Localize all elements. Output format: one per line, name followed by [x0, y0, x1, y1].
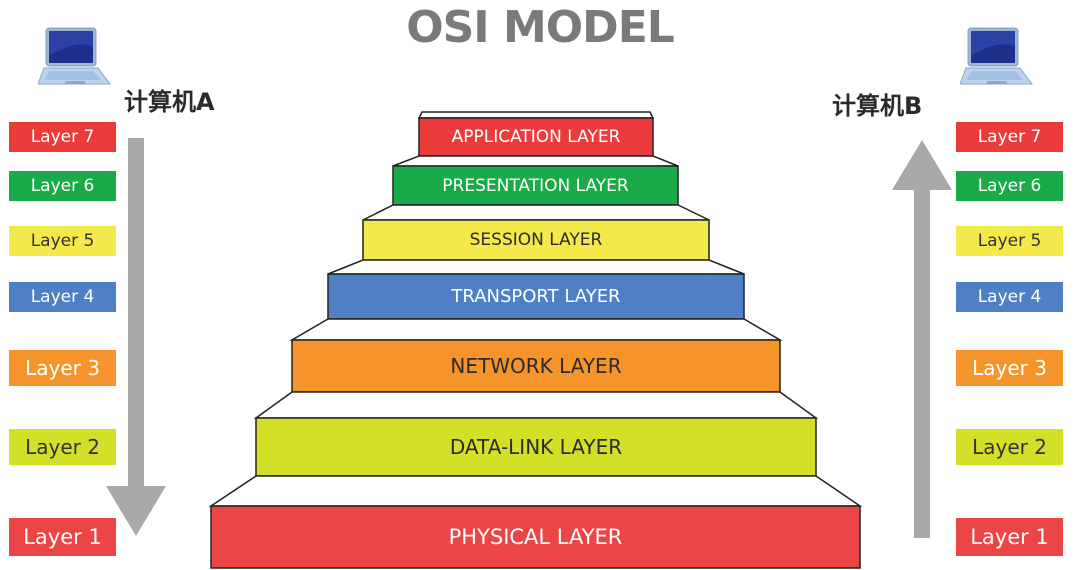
diagram-title: OSI MODEL	[406, 2, 675, 53]
computer-b-layer-3-badge: Layer 3	[956, 350, 1063, 386]
osi-layer-step	[291, 339, 781, 393]
step-tread	[362, 204, 710, 221]
osi-layer-name: TRANSPORT LAYER	[451, 286, 621, 307]
step-tread	[327, 259, 745, 275]
computer-a-layer-5-badge: Layer 5	[9, 226, 116, 256]
computer-a-layer-4-badge: Layer 4	[9, 282, 116, 312]
laptop-icon	[960, 27, 1033, 85]
computer-b-label: 计算机B	[832, 92, 923, 120]
computer-b-layer-6-badge: Layer 6	[956, 171, 1063, 201]
arrow-down-icon	[106, 138, 166, 536]
computer-a-label: 计算机A	[124, 88, 215, 116]
osi-layer-step	[392, 165, 679, 206]
computer-b-layer-7-badge: Layer 7	[956, 122, 1063, 152]
computer-b-layer-5-badge: Layer 5	[956, 226, 1063, 256]
step-tread	[253, 391, 819, 419]
osi-layer-name: DATA-LINK LAYER	[449, 435, 623, 459]
arrow-up-icon	[892, 140, 952, 538]
osi-layer-name: PHYSICAL LAYER	[448, 525, 623, 549]
osi-layer-step	[210, 505, 861, 569]
osi-layer-name: NETWORK LAYER	[450, 354, 622, 378]
osi-layer-step	[255, 417, 817, 477]
osi-layer-name: APPLICATION LAYER	[451, 127, 621, 147]
osi-layer-name: SESSION LAYER	[469, 230, 603, 250]
computer-b-layer-1-badge: Layer 1	[956, 518, 1063, 556]
computer-a-layer-3-badge: Layer 3	[9, 350, 116, 386]
step-tread	[289, 318, 783, 341]
computer-b-layer-4-badge: Layer 4	[956, 282, 1063, 312]
computer-b-layer-2-badge: Layer 2	[956, 429, 1063, 465]
osi-layer-step	[418, 117, 654, 157]
laptop-icon	[38, 27, 111, 85]
osi-layer-name: PRESENTATION LAYER	[442, 175, 629, 196]
osi-layer-step	[327, 273, 745, 320]
computer-a-layer-1-badge: Layer 1	[9, 518, 116, 556]
computer-a-layer-6-badge: Layer 6	[9, 171, 116, 201]
step-tread	[392, 155, 679, 167]
computer-a-layer-2-badge: Layer 2	[9, 429, 116, 465]
step-tread	[208, 475, 863, 507]
computer-a-layer-7-badge: Layer 7	[9, 122, 116, 152]
